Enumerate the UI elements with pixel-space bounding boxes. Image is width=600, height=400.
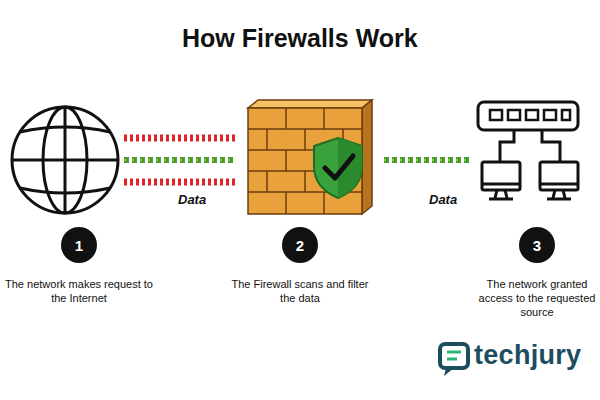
globe-icon	[12, 107, 118, 213]
diagram-title: How Firewalls Work	[182, 24, 418, 53]
callout-number: 2	[282, 227, 318, 263]
callout-node: 2The Firewall scans and filter the data	[225, 227, 375, 305]
shield-icon	[314, 138, 362, 198]
logo-icon	[440, 344, 468, 376]
computer-icon	[482, 162, 578, 199]
brand-logo: techjury	[474, 340, 581, 371]
step-caption: The Firewall scans and filter the data	[225, 277, 375, 305]
network-switch	[478, 102, 578, 162]
data-label: Data	[427, 192, 459, 207]
callout-node: 3The network granted access to the reque…	[478, 227, 596, 319]
callout-number: 1	[61, 227, 97, 263]
brick-wall	[248, 100, 372, 214]
callout-node: 1The network makes request to the Intern…	[4, 227, 154, 305]
callout-number: 3	[519, 227, 555, 263]
step-caption: The network granted access to the reques…	[478, 277, 596, 319]
step-caption: The network makes request to the Interne…	[4, 277, 154, 305]
data-label: Data	[176, 192, 208, 207]
